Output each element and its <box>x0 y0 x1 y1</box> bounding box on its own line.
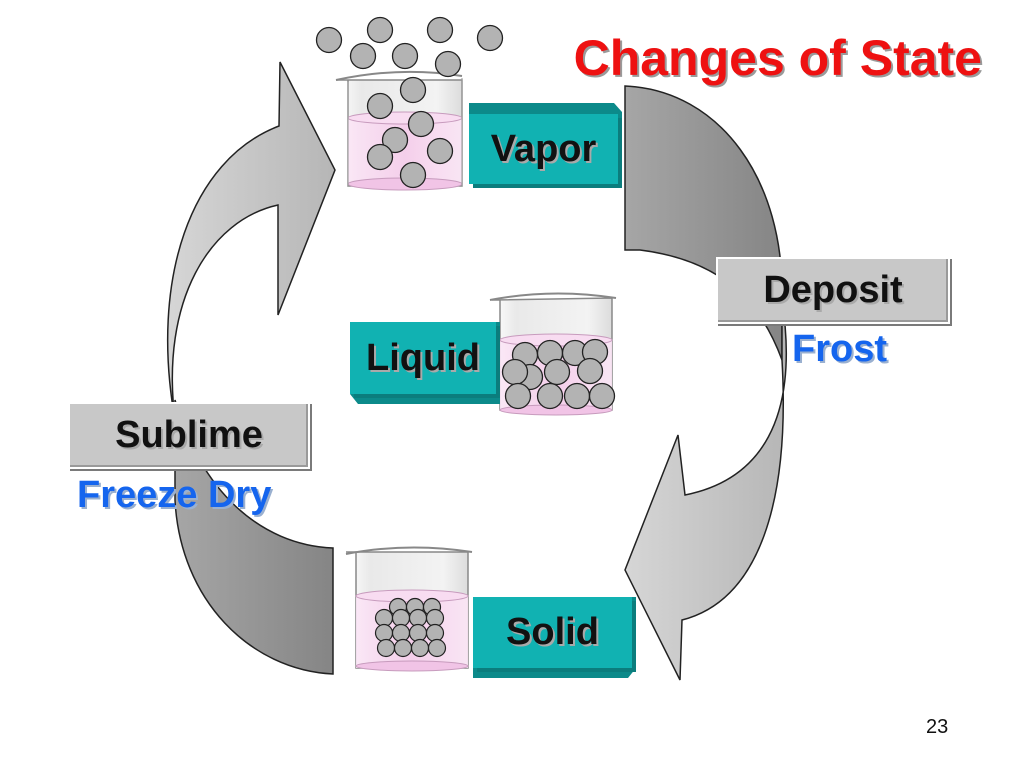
liquid-label-box: Liquid <box>350 322 496 394</box>
vapor-label-box: Vapor <box>469 114 618 184</box>
sublime-arrow-lower <box>174 399 334 675</box>
deposit-label-box: Deposit <box>716 257 950 324</box>
page-number: 23 <box>926 716 949 738</box>
sublime-arrow-upper <box>166 61 336 421</box>
deposit-label: Deposit <box>763 269 903 311</box>
sublime-label-box: Sublime <box>68 402 310 469</box>
vapor-particles <box>315 16 504 189</box>
deposit-arrow-lower <box>624 299 787 681</box>
liquid-label: Liquid <box>366 336 480 379</box>
sublime-example: Freeze Dry <box>77 474 272 516</box>
liquid-particles <box>501 338 616 410</box>
solid-particles <box>374 597 447 658</box>
solid-label: Solid <box>506 611 599 653</box>
deposit-example: Frost <box>792 328 887 370</box>
sublime-label: Sublime <box>115 414 263 456</box>
solid-label-box: Solid <box>473 597 632 668</box>
vapor-label: Vapor <box>490 127 597 170</box>
slide-title: Changes of State <box>573 30 982 86</box>
